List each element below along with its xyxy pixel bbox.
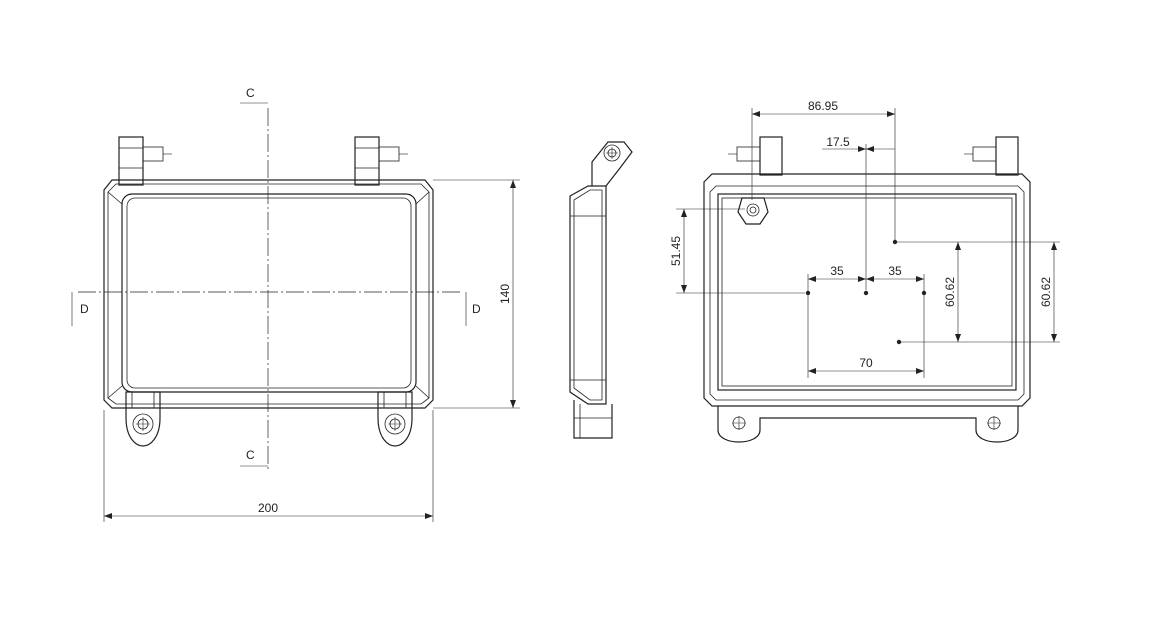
section-d-left-label: D [80,302,89,316]
dim-70-label: 70 [859,356,873,370]
dim-86-95-label: 86.95 [808,99,838,113]
rear-top-right-hinge [964,136,1019,176]
section-d-right-label: D [472,302,481,316]
top-left-hinge [118,136,172,186]
dim-left-35-label: 35 [830,264,844,278]
dim-right-35-label: 35 [888,264,902,278]
dim-51-45-label: 51.45 [669,236,683,266]
width-dimension-label: 200 [258,501,278,515]
front-view: C C D D 200 140 [71,86,520,522]
section-c-top-label: C [246,86,255,100]
rear-view: 86.95 17.5 51.45 35 35 70 60.62 60.62 [669,99,1060,443]
bottom-right-latch [377,391,413,447]
height-dimension-label: 140 [498,284,512,304]
top-right-hinge [354,136,408,186]
dim-17-5-label: 17.5 [826,135,850,149]
rear-top-left-hinge [728,136,783,176]
section-c-bottom-label: C [246,448,255,462]
side-view [569,141,633,439]
dim-60-62-right-label: 60.62 [1039,277,1053,307]
dim-60-62-left-label: 60.62 [943,277,957,307]
bottom-left-latch [125,391,161,447]
